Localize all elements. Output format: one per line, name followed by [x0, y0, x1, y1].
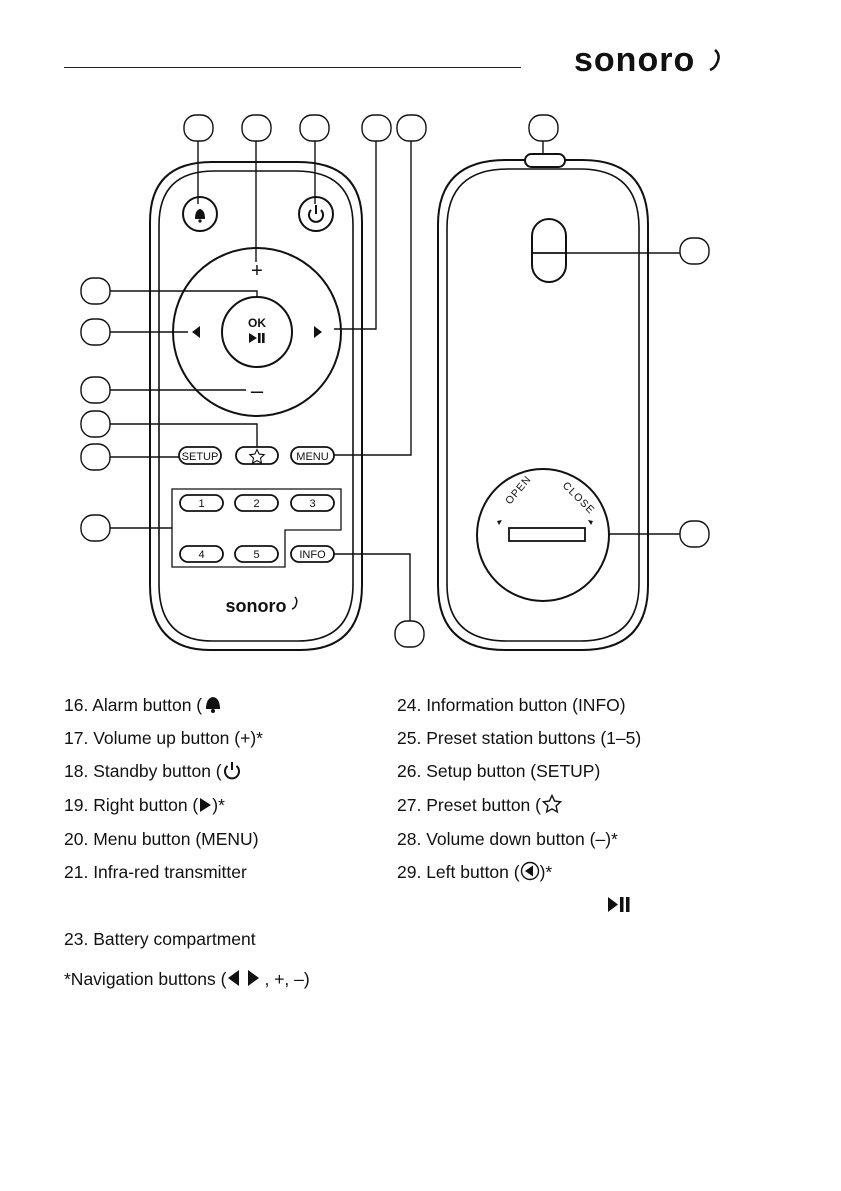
- power-icon: [223, 762, 240, 780]
- brand-logo-text: sonoro: [574, 44, 695, 79]
- header-rule: [64, 67, 521, 68]
- legend-item-volume-up: 17. Volume up button (+)*: [64, 727, 263, 749]
- standby-button[interactable]: [298, 196, 334, 232]
- power-icon: [308, 209, 324, 223]
- preset-3-button[interactable]: 3: [290, 494, 335, 512]
- callout-marker-lanyard: [679, 237, 710, 265]
- callout-marker-standby: [299, 114, 330, 142]
- legend-text: 28. Volume down button (–)*: [397, 829, 618, 849]
- menu-button[interactable]: MENU: [290, 446, 335, 465]
- left-right-arrows-icon: [228, 970, 260, 986]
- callout-marker-right: [361, 114, 392, 142]
- ok-button[interactable]: OK: [221, 296, 293, 368]
- legend-text: 17. Volume up button (+)*: [64, 728, 263, 748]
- callout-marker-alarm: [183, 114, 214, 142]
- left-arrow-icon: [520, 861, 539, 881]
- preset-4-label: 4: [198, 549, 204, 561]
- battery-cover-slot: [508, 527, 586, 542]
- right-arrow-icon: [200, 798, 212, 812]
- volume-up-button[interactable]: +: [251, 260, 263, 282]
- setup-label: SETUP: [182, 451, 219, 463]
- preset-4-button[interactable]: 4: [179, 545, 224, 563]
- legend-text: 21. Infra-red transmitter: [64, 862, 247, 882]
- legend-text: 19. Right button (: [64, 795, 199, 815]
- info-button[interactable]: INFO: [290, 545, 335, 563]
- legend-text: 20. Menu button (MENU): [64, 829, 259, 849]
- battery-compartment: OPEN CLOSE: [476, 468, 610, 602]
- footnote-text: *Navigation buttons (: [64, 969, 227, 989]
- menu-label: MENU: [296, 451, 328, 463]
- callout-marker-preset: [80, 410, 111, 438]
- footnote-tail: , +, –): [264, 969, 310, 989]
- info-label: INFO: [299, 549, 326, 561]
- play-pause-icon: [249, 333, 257, 343]
- callout-marker-info: [394, 620, 425, 648]
- legend-text: 27. Preset button (: [397, 795, 541, 815]
- remote-brand-swoosh-icon: [291, 596, 298, 610]
- legend-footnote: *Navigation buttons ( , +, –): [64, 968, 310, 990]
- star-icon: [248, 448, 266, 465]
- legend-text: 23. Battery compartment: [64, 929, 256, 949]
- callout-marker-setup: [80, 443, 111, 471]
- play-pause-icon: [608, 897, 630, 912]
- preset-5-label: 5: [253, 549, 259, 561]
- preset-1-button[interactable]: 1: [179, 494, 224, 512]
- brand-logo: sonoro: [574, 44, 720, 79]
- remote-diagram: + – OK SETUP MENU 1: [80, 114, 710, 651]
- remote-back: OPEN CLOSE: [437, 153, 649, 651]
- alarm-button[interactable]: [182, 196, 218, 232]
- legend-item-preset-stations: 25. Preset station buttons (1–5): [397, 727, 641, 749]
- legend-tail: )*: [539, 862, 553, 882]
- callout-marker-infrared: [528, 114, 559, 142]
- legend-item-volume-down: 28. Volume down button (–)*: [397, 828, 618, 850]
- infrared-transmitter: [524, 153, 566, 168]
- legend-item-menu: 20. Menu button (MENU): [64, 828, 259, 850]
- remote-front: + – OK SETUP MENU 1: [149, 161, 363, 651]
- legend-item-right: 19. Right button ( )*: [64, 794, 225, 816]
- setup-button[interactable]: SETUP: [178, 446, 222, 465]
- legend-item-setup: 26. Setup button (SETUP): [397, 760, 600, 782]
- callout-marker-volume-up: [241, 114, 272, 142]
- legend-text: 16. Alarm button (: [64, 695, 203, 715]
- preset-2-button[interactable]: 2: [234, 494, 279, 512]
- legend-item-info: 24. Information button (INFO): [397, 694, 626, 716]
- callout-marker-left: [80, 318, 111, 346]
- legend-text: 29. Left button (: [397, 862, 520, 882]
- legend-item-battery: 23. Battery compartment: [64, 928, 256, 950]
- legend-item-alarm: 16. Alarm button (: [64, 694, 222, 716]
- legend-item-infrared: 21. Infra-red transmitter: [64, 861, 247, 883]
- remote-brand-logo: sonoro: [226, 596, 287, 616]
- preset-3-label: 3: [309, 498, 315, 510]
- right-button[interactable]: [314, 326, 322, 338]
- preset-5-button[interactable]: 5: [234, 545, 279, 563]
- preset-2-label: 2: [253, 498, 259, 510]
- preset-button[interactable]: [235, 446, 279, 465]
- open-arrow-icon: [497, 520, 502, 525]
- callout-marker-volume-down: [80, 376, 111, 404]
- bell-icon: [206, 697, 221, 713]
- legend-item-standby: 18. Standby button (: [64, 760, 242, 782]
- legend-text: 25. Preset station buttons (1–5): [397, 728, 642, 748]
- legend-text: 26. Setup button (SETUP): [397, 761, 601, 781]
- left-button[interactable]: [192, 326, 200, 338]
- callout-marker-preset-stations: [80, 514, 111, 542]
- lanyard-slot: [531, 218, 567, 283]
- ok-label: OK: [248, 316, 266, 330]
- callout-marker-battery: [679, 520, 710, 548]
- callout-marker-ok: [80, 277, 111, 305]
- legend-tail: )*: [212, 795, 225, 815]
- preset-1-label: 1: [198, 498, 204, 510]
- callout-marker-menu: [396, 114, 427, 142]
- bell-icon: [195, 209, 205, 219]
- legend-item-left: 29. Left button ( )*: [397, 861, 552, 883]
- legend-item-preset: 27. Preset button (: [397, 794, 563, 816]
- close-arrow-icon: [588, 520, 593, 525]
- leader-lines: [110, 141, 680, 621]
- volume-down-button[interactable]: –: [251, 378, 264, 403]
- brand-swoosh-icon: [709, 49, 720, 72]
- legend-text: 24. Information button (INFO): [397, 695, 626, 715]
- preset-group-outline: [171, 488, 342, 568]
- star-icon: [541, 794, 563, 814]
- legend-text: 18. Standby button (: [64, 761, 222, 781]
